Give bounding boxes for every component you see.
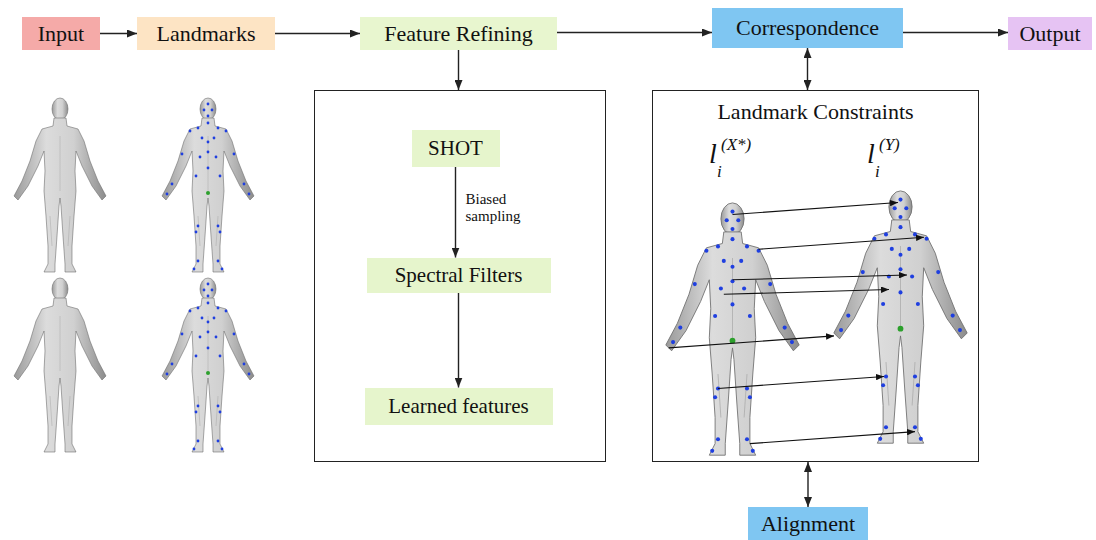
landmark-symbol: i (875, 163, 880, 180)
step-box: Spectral Filters (367, 258, 551, 293)
connector-arrow (455, 167, 456, 258)
connector-arrow (807, 462, 808, 507)
box-label: Output (1019, 21, 1080, 46)
process-box: Feature Refining (360, 17, 557, 50)
box-label: Input (38, 21, 84, 46)
box-label: Correspondence (736, 15, 879, 40)
connector-arrow (458, 50, 459, 90)
landmark-symbol: i (717, 163, 722, 180)
connector-arrow (807, 48, 808, 90)
panel-box: Landmark Constraints (652, 90, 979, 462)
connector-arrow (458, 293, 459, 388)
connector-arrow (557, 32, 712, 33)
landmark-symbol: (X*) (721, 136, 751, 153)
process-box: Alignment (748, 507, 868, 540)
landmark-symbol: l (867, 140, 875, 168)
box-label: Feature Refining (384, 21, 532, 46)
process-box: Landmarks (137, 17, 275, 50)
process-box: Output (1008, 17, 1092, 50)
panel-box: SHOT Spectral FiltersLearned features (314, 90, 606, 462)
landmark-symbol: l (709, 140, 717, 168)
landmark-symbol: (Y) (879, 136, 900, 153)
box-label: SHOT (428, 136, 483, 160)
box-label: Learned features (388, 394, 529, 418)
edge-label: Biased sampling (464, 191, 538, 226)
panel-heading: Landmark Constraints (717, 99, 913, 124)
connector-arrow (100, 33, 137, 34)
step-box: Learned features (365, 388, 553, 425)
box-label: Alignment (761, 511, 855, 536)
connector-arrow (275, 33, 360, 34)
process-box: Input (22, 17, 100, 50)
process-box: Correspondence (712, 8, 903, 48)
connector-arrow (903, 32, 1008, 33)
step-box: SHOT (412, 130, 500, 167)
box-label: Spectral Filters (395, 263, 523, 287)
box-label: Landmarks (157, 21, 256, 46)
